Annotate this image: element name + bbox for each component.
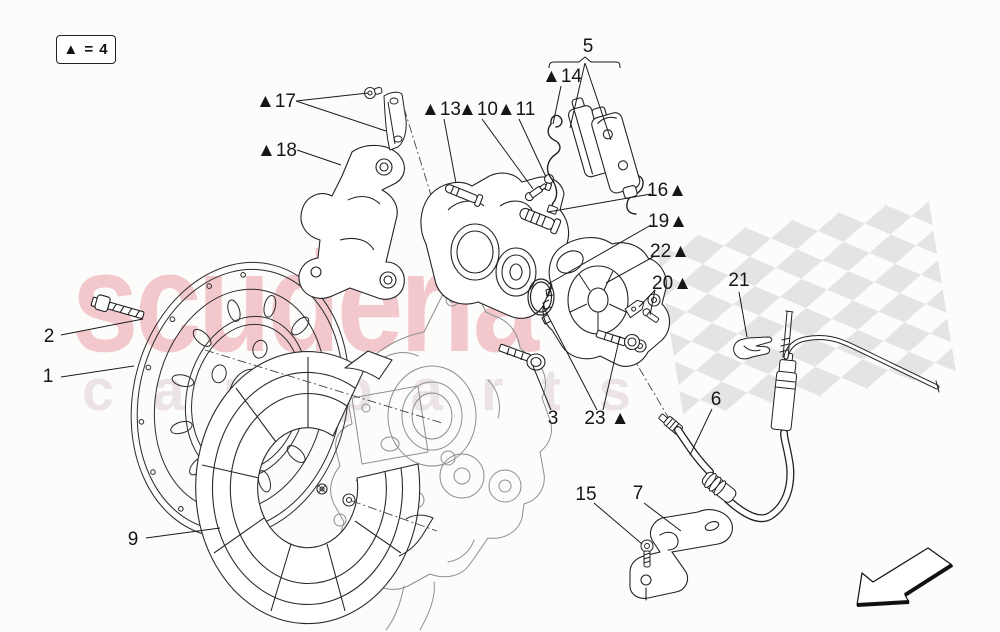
callout-5: 5: [582, 36, 594, 57]
callout-20: 20▲: [652, 273, 692, 294]
callout-9: 9: [127, 529, 139, 550]
disc-fixing-bolt: [90, 294, 145, 319]
callout-13: ▲13: [421, 99, 461, 120]
caliper-fixing-bolt: [595, 329, 641, 351]
callout-15: 15: [575, 484, 597, 505]
callout-11: ▲11: [496, 99, 536, 120]
seal-ring-drawing: [527, 278, 555, 316]
caliper-bracket-drawing: [298, 144, 405, 300]
callout-22: 22▲: [650, 241, 690, 262]
brake-hose-drawing: [629, 310, 940, 601]
retaining-clip-and-screw: [624, 299, 660, 323]
callout-14: ▲14: [542, 66, 582, 87]
hex-bolt-with-washer: [498, 343, 546, 371]
callout-17: ▲17: [256, 91, 296, 112]
disc-rim-marks: [138, 272, 246, 512]
parking-brake-actuator-drawing: [541, 237, 671, 367]
callout-leader-lines: [60, 56, 748, 545]
brake-pads-drawing: [568, 97, 641, 199]
shim-plate-and-screw: [364, 86, 407, 151]
hose-clip-drawing: [733, 336, 773, 360]
callout-23: 23 ▲: [584, 408, 630, 429]
caliper-body-drawing: [420, 172, 570, 319]
callout-18: ▲18: [257, 140, 297, 161]
direction-arrow: [856, 547, 954, 607]
quantity-legend-box: ▲ = 4: [56, 35, 116, 64]
callout-19: 19▲: [648, 211, 688, 232]
callout-3: 3: [547, 408, 559, 429]
quantity-legend-label: ▲ = 4: [63, 41, 109, 58]
hose-bracket-drawing: [629, 509, 733, 601]
callout-1: 1: [42, 366, 54, 387]
callout-2: 2: [43, 326, 55, 347]
callout-10: ▲10: [458, 99, 498, 120]
callout-16: 16▲: [647, 180, 687, 201]
callout-7: 7: [632, 483, 644, 504]
dust-shield-drawing: [195, 350, 434, 625]
bracket-screw-drawing: [640, 539, 654, 568]
callout-6: 6: [710, 389, 722, 410]
checkered-flag: [655, 197, 957, 419]
callout-21: 21: [728, 270, 750, 291]
